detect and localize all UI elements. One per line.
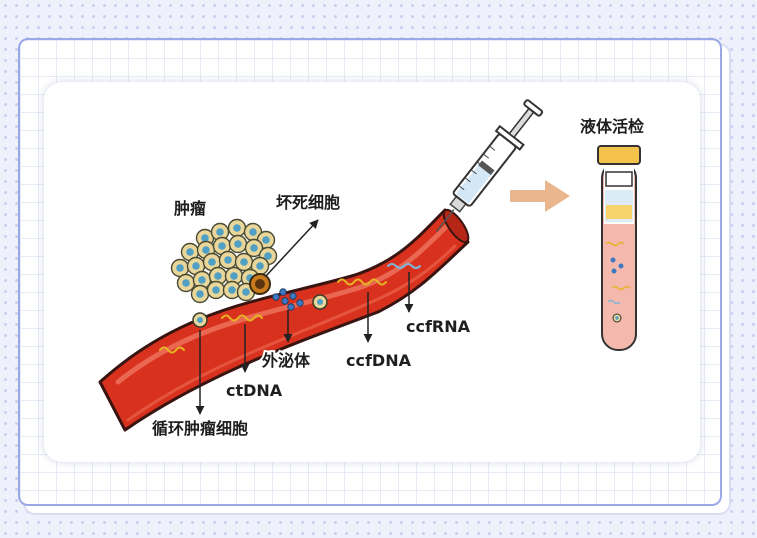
necrotic-cell-pointer	[265, 219, 319, 277]
tumor-cell-nucleus	[242, 288, 250, 296]
tumor-cell-nucleus	[228, 286, 236, 294]
tumor-cell-nucleus	[176, 264, 184, 272]
necrotic-cell	[249, 273, 271, 295]
blood-vessel	[98, 208, 470, 432]
tumor-cell-nucleus	[186, 248, 194, 256]
label-liquid-biopsy: 液体活检	[580, 117, 644, 136]
blood-sample-tube	[597, 145, 641, 351]
syringe	[435, 99, 544, 233]
tumor-cell-nucleus	[214, 272, 222, 280]
tumor-cell-nucleus	[256, 262, 264, 270]
tumor-cell-nucleus	[224, 256, 232, 264]
tumor-cell-nucleus	[216, 228, 224, 236]
label-ccfrna: ccfRNA	[406, 317, 471, 336]
ctdna-fragment	[221, 314, 263, 322]
tumor-cell-nucleus	[233, 224, 241, 232]
tumor-cell-nucleus	[230, 272, 238, 280]
tumor-cell-nucleus	[201, 234, 209, 242]
tumor-cell-nucleus	[262, 236, 270, 244]
tumor-cell-nucleus	[182, 279, 190, 287]
tumor-cell-nucleus	[240, 258, 248, 266]
tumor-cell-nucleus	[249, 228, 257, 236]
circulating-tumor-cell	[192, 312, 208, 328]
circulating-tumor-cell	[312, 294, 328, 310]
label-exosome: 外泌体	[261, 351, 311, 370]
tumor-cell-nucleus	[212, 286, 220, 294]
label-ctc: 循环肿瘤细胞	[152, 419, 248, 438]
label-ctdna: ctDNA	[226, 381, 283, 400]
tumor-cell-nucleus	[192, 262, 200, 270]
label-tumor: 肿瘤	[174, 199, 206, 218]
label-ccfdna: ccfDNA	[346, 351, 412, 370]
tumor-mass	[170, 218, 278, 304]
ccfdna-fragment	[337, 278, 387, 286]
ctdna-fragment	[159, 346, 185, 354]
exosome-cluster	[272, 288, 304, 311]
tumor-cell-nucleus	[208, 258, 216, 266]
process-arrow	[510, 180, 570, 212]
tumor-cell-nucleus	[264, 252, 272, 260]
tumor-cell-nucleus	[234, 240, 242, 248]
label-necrotic-cell: 坏死细胞	[276, 193, 340, 212]
tumor-cell-nucleus	[202, 246, 210, 254]
tumor-cell-nucleus	[218, 242, 226, 250]
ccfrna-fragment	[387, 263, 421, 269]
tumor-cell-nucleus	[250, 244, 258, 252]
tumor-cell-nucleus	[196, 290, 204, 298]
tumor-cell-nucleus	[198, 276, 206, 284]
